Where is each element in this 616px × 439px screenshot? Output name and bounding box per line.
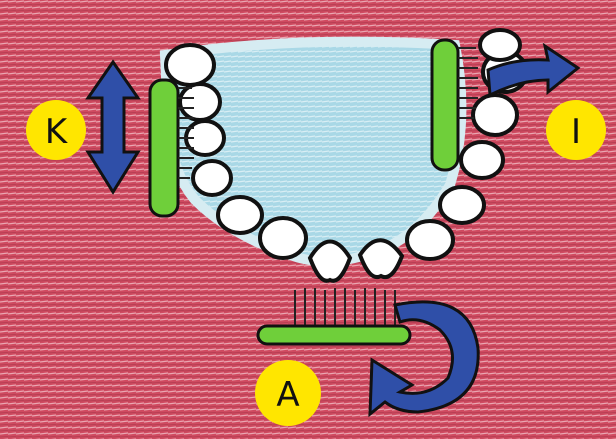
tooth — [310, 242, 350, 281]
label-bottom: A — [276, 375, 299, 415]
tooth — [193, 161, 231, 195]
tooth — [166, 45, 214, 85]
tooth — [360, 240, 402, 277]
label-right: I — [571, 112, 581, 152]
tooth — [461, 142, 503, 178]
tooth — [218, 197, 262, 233]
tooth — [480, 30, 520, 60]
label-badge-right: I — [546, 100, 606, 160]
tooth — [180, 84, 220, 120]
label-badge-left: K — [26, 100, 86, 160]
tooth — [473, 95, 517, 135]
tooth — [407, 221, 453, 259]
label-left: K — [45, 112, 69, 152]
tooth — [440, 187, 484, 223]
label-badge-bottom: A — [255, 360, 321, 426]
tooth — [260, 218, 306, 258]
